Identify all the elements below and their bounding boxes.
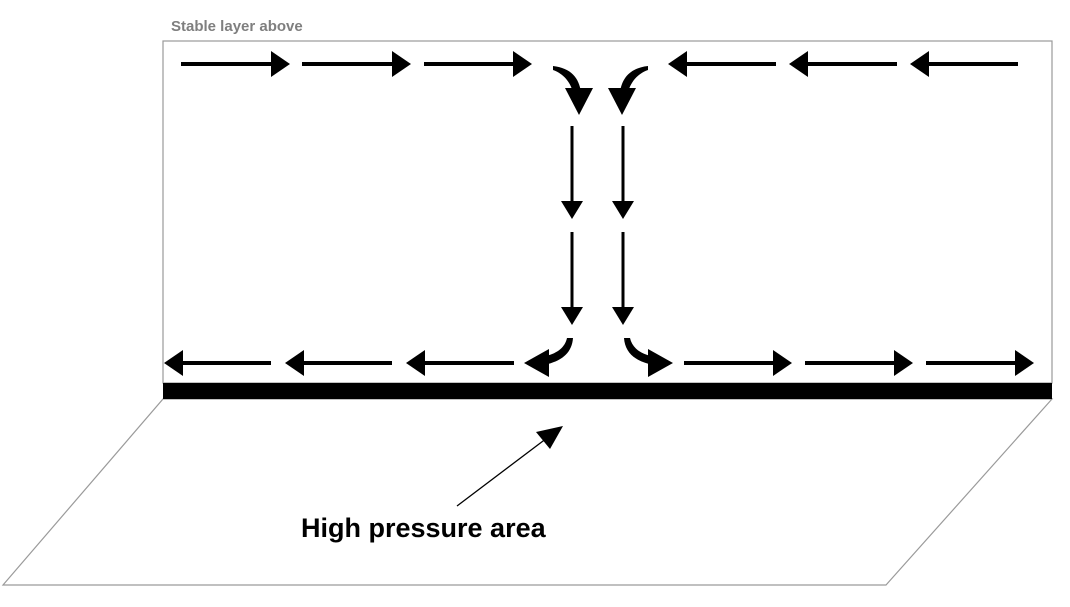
high-pressure-label: High pressure area (301, 513, 547, 543)
curved-arrow-bottom-right (624, 338, 673, 377)
ground-plane (1, 398, 1054, 586)
upper-curved-arrows (553, 66, 648, 115)
surface-arrow-right-3 (926, 350, 1034, 376)
air-column-frame (162, 40, 1053, 384)
surface-arrow-left-2 (285, 350, 392, 376)
down-arrow-right-lower (612, 232, 634, 325)
upper-arrow-right-2 (302, 51, 411, 77)
upper-arrow-left-2 (789, 51, 897, 77)
ground-pointer-arrow (456, 426, 563, 507)
surface-arrow-left-1 (406, 350, 514, 376)
surface-arrow-right-1 (684, 350, 792, 376)
lower-curved-arrows (524, 338, 673, 377)
surface-arrow-right-2 (805, 350, 913, 376)
stable-layer-label: Stable layer above (171, 18, 303, 35)
upper-arrow-left-1 (668, 51, 776, 77)
upper-arrow-right-3 (424, 51, 532, 77)
surface-divergence-arrows (164, 350, 1034, 376)
down-arrow-right-upper (612, 126, 634, 219)
curved-arrow-bottom-left (524, 338, 573, 377)
ground-surface-bar (163, 383, 1052, 399)
curved-arrow-top-left (553, 66, 593, 115)
upper-arrow-right-1 (181, 51, 290, 77)
upper-convergence-arrows (181, 51, 1018, 77)
down-arrow-left-upper (561, 126, 583, 219)
subsiding-air-arrows (561, 126, 634, 325)
down-arrow-left-lower (561, 232, 583, 325)
upper-arrow-left-3 (910, 51, 1018, 77)
curved-arrow-top-right (608, 66, 648, 115)
surface-arrow-left-3 (164, 350, 271, 376)
